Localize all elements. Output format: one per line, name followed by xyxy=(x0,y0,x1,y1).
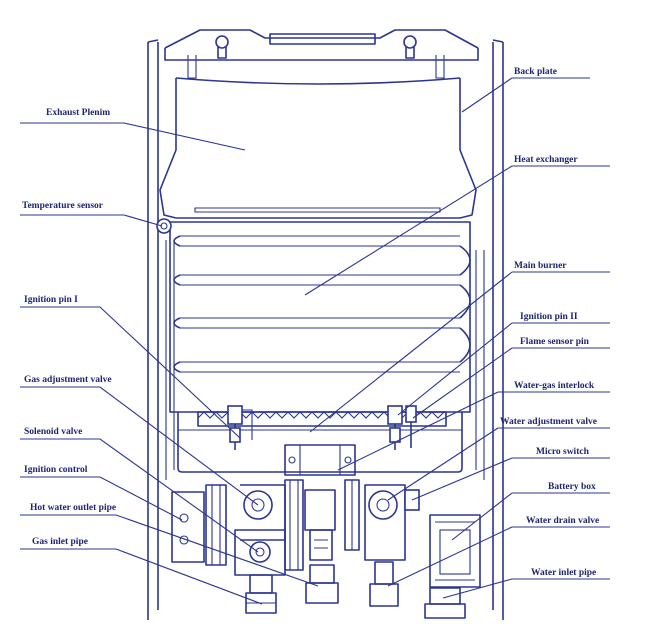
water-inlet-pipe xyxy=(424,587,466,619)
label-gas-inlet-pipe: Gas inlet pipe xyxy=(32,537,88,547)
label-battery-box: Battery box xyxy=(548,482,596,492)
label-ignition-pin-2: Ignition pin II xyxy=(520,312,578,322)
heat-exchanger xyxy=(165,221,485,480)
label-flame-sensor-pin: Flame sensor pin xyxy=(520,337,590,347)
exhaust-plenum xyxy=(159,77,477,219)
mounting-hole-right xyxy=(403,35,417,59)
label-temperature-sensor: Temperature sensor xyxy=(22,201,104,211)
battery-box xyxy=(429,514,481,588)
gas-valve-body xyxy=(284,479,336,571)
casing xyxy=(147,29,504,620)
labels: Back plate Heat exchanger Main burner Ig… xyxy=(22,67,599,578)
solenoid-valve xyxy=(234,529,286,576)
label-main-burner: Main burner xyxy=(514,261,567,271)
water-adjustment-valve xyxy=(364,484,406,561)
label-ignition-control: Ignition control xyxy=(24,465,88,475)
water-drain-valve xyxy=(369,561,399,607)
ignition-pin-1 xyxy=(227,405,253,450)
label-water-inlet-pipe: Water inlet pipe xyxy=(531,568,596,578)
leader-lines xyxy=(20,77,610,605)
label-solenoid-valve: Solenoid valve xyxy=(24,427,82,437)
gas-adjustment-valve xyxy=(240,484,286,541)
label-heat-exchanger: Heat exchanger xyxy=(514,155,578,165)
label-back-plate: Back plate xyxy=(514,67,557,77)
label-water-drain-valve: Water drain valve xyxy=(526,516,599,526)
ignition-pin-2 xyxy=(387,405,403,450)
gas-inlet-pipe xyxy=(245,574,277,614)
flame-sensor-pin xyxy=(405,405,417,448)
label-water-gas-interlock: Water-gas interlock xyxy=(514,381,595,391)
label-hot-water-outlet-pipe: Hot water outlet pipe xyxy=(30,503,116,513)
side-tabs xyxy=(187,55,445,79)
temperature-sensor xyxy=(156,218,172,234)
label-exhaust-plenum: Exhaust Plenim xyxy=(46,108,110,118)
label-water-adjustment-valve: Water adjustment valve xyxy=(500,417,597,427)
ignition-control xyxy=(171,484,227,566)
mounting-hole-left xyxy=(215,35,229,59)
label-micro-switch: Micro switch xyxy=(536,447,590,457)
label-gas-adjustment-valve: Gas adjustment valve xyxy=(24,375,112,385)
burner-housing xyxy=(177,412,463,473)
water-gas-interlock xyxy=(344,479,360,551)
gas-manifold xyxy=(284,444,356,476)
label-ignition-pin-1: Ignition pin I xyxy=(24,295,78,305)
hot-water-outlet-pipe xyxy=(305,564,339,604)
